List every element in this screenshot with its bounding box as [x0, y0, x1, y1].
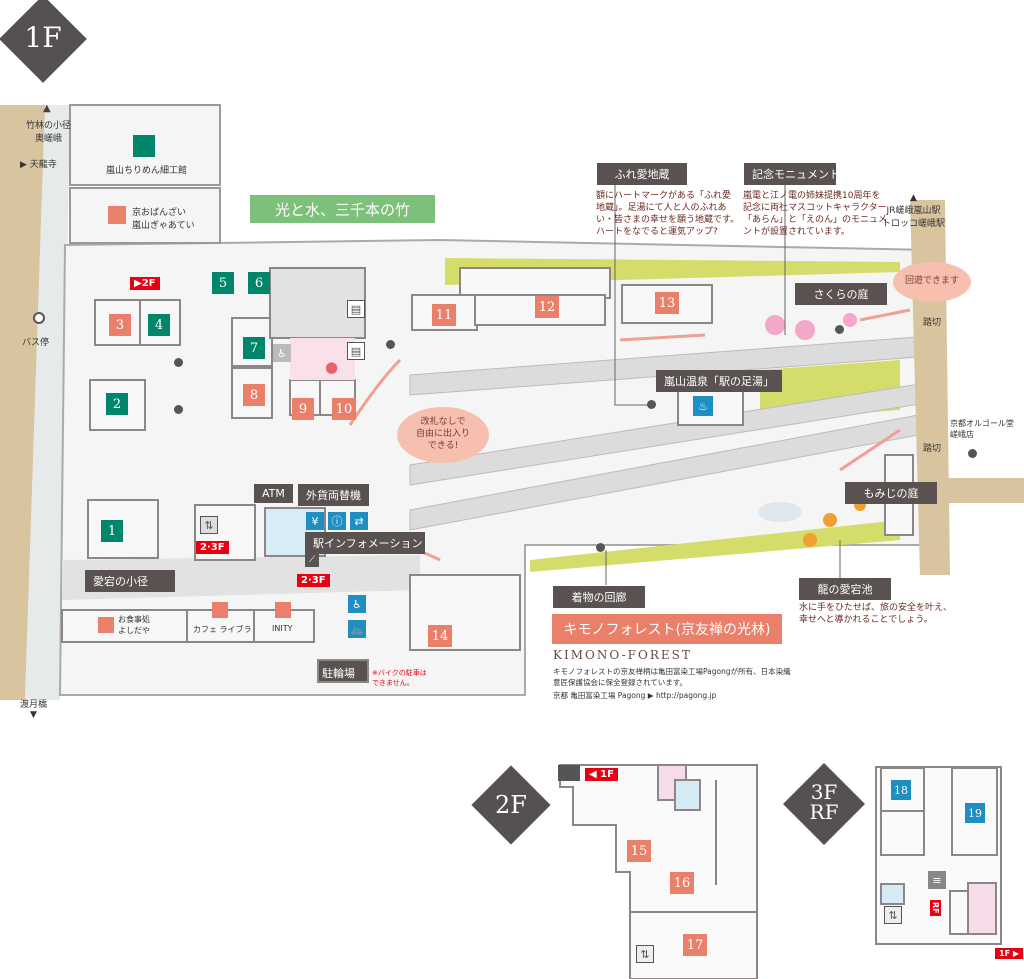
fureai-jizo-label: ふれ愛地蔵 [597, 163, 687, 185]
column-dot [835, 325, 844, 334]
shop-11[interactable]: 11 [432, 304, 456, 326]
column-dot [596, 543, 605, 552]
atm-label: ATM [254, 484, 293, 503]
monument-desc: 嵐電と江ノ電の姉妹提携10周年を記念に両社マスコットキャラクター「あらん」と「え… [743, 191, 888, 238]
shop-16[interactable]: 16 [670, 872, 694, 894]
station-info-label[interactable]: 駅インフォメーション [305, 532, 425, 554]
locker-icon: ▤ [347, 300, 365, 318]
elevator-to-23f[interactable]: 2·3F [196, 541, 229, 554]
free-entry-cloud: 改札なしで自由に出入りできる! [397, 407, 489, 463]
bicycle-icon: 🚲 [348, 620, 366, 638]
column-dot [174, 358, 183, 367]
shop-12[interactable]: 12 [535, 296, 559, 318]
momiji-garden-label: もみじの庭 [845, 482, 937, 504]
elevator-icon-3f[interactable]: ⇅ [884, 906, 902, 924]
shop-marker-gyaatei[interactable] [108, 206, 126, 224]
title-banner: 光と水、三千本の竹 [250, 195, 435, 223]
inity-label: INITY [272, 624, 293, 633]
fureai-jizo-desc: 額にハートマークがある「ふれ愛地蔵」。足湯にて人と人のふれあい・皆さまの幸せを願… [596, 191, 740, 238]
column-dot [174, 405, 183, 414]
atago-path-label: 愛宕の小径 [85, 570, 175, 592]
orgel-label: 京都オルゴール堂嵯峨店 [950, 419, 1014, 439]
jr-station-label: ▲JR嵯峨嵐山駅トロッコ嵯峨駅 [882, 193, 946, 229]
wheelchair-parking-icon: ♿ [348, 595, 366, 613]
shop-9[interactable]: 9 [292, 398, 314, 420]
shop-13[interactable]: 13 [655, 292, 679, 314]
shop-8[interactable]: 8 [243, 384, 265, 406]
stairs-to-1f-2f[interactable]: ◀ 1F [585, 768, 618, 781]
cafe-label: カフェ ライブラ [193, 625, 252, 634]
shop-5[interactable]: 5 [212, 272, 234, 294]
loop-cloud: 回遊できます [893, 262, 971, 302]
kimono-forest-desc: キモノフォレストの京友禅柄は亀田富染工場Pagongが所有、日本染織意匠保護協会… [553, 667, 791, 687]
exchange-label: 外貨両替機 [298, 484, 369, 506]
pagong-link[interactable]: 京都 亀田富染工場 Pagong ▶ http://pagong.jp [553, 691, 717, 700]
hot-spring-icon: ♨ [693, 396, 713, 416]
exchange-icon[interactable]: ⇄ [350, 512, 368, 530]
shop-marker-inity[interactable] [275, 602, 291, 618]
bus-stop-label: バス停 [22, 338, 50, 348]
ryu-pond-label: 龍の愛宕池 [799, 578, 891, 600]
restroom-female-icon: ● [325, 358, 339, 376]
escalator-icon[interactable]: ⟋ [305, 553, 319, 567]
elevator-icon-2f[interactable]: ⇅ [636, 945, 654, 963]
shop-3[interactable]: 3 [109, 314, 131, 336]
kimono-forest-title: キモノフォレスト(京友禅の光林) [552, 614, 782, 644]
chirimen-label: 嵐山ちりめん細工館 [106, 166, 188, 176]
shop-18[interactable]: 18 [891, 780, 911, 800]
shop-10[interactable]: 10 [332, 398, 356, 420]
stairs-to-1f-3f[interactable]: 1F ▶ [995, 948, 1023, 959]
info-icon[interactable]: ⓘ [328, 512, 346, 530]
escalator-icon-3f[interactable]: ≡ [928, 871, 946, 889]
monument-label: 記念モニュメント [744, 163, 840, 185]
escalator-to-rf[interactable]: RF [930, 900, 941, 916]
locker-icon: ▤ [347, 342, 365, 360]
shop-14[interactable]: 14 [428, 625, 452, 647]
wheelchair-icon: ♿ [273, 344, 291, 362]
elevator-icon[interactable]: ⇅ [200, 516, 218, 534]
column-dot [647, 400, 656, 409]
ryu-pond-desc: 水に手をひたせば、旅の安全を叶え、幸せへと導かれることでしょう。 [799, 603, 953, 626]
shop-7[interactable]: 7 [243, 337, 265, 359]
parking-note: ※バイクの駐車はできません。 [372, 669, 427, 687]
escalator-to-23f[interactable]: 2·3F [297, 574, 330, 587]
atm-icon[interactable]: ¥ [306, 512, 324, 530]
togetsukyo-label: 渡月橋▼ [20, 700, 48, 720]
shop-19[interactable]: 19 [965, 803, 985, 823]
shop-17[interactable]: 17 [683, 934, 707, 956]
crossing-label-north: 踏切 [923, 318, 942, 328]
crossing-label-south: 踏切 [923, 444, 942, 454]
tenryuji-label: ▶ 天龍寺 [20, 160, 57, 170]
ashiyu-label: 嵐山温泉「駅の足湯」 [656, 370, 782, 392]
stairs-to-2f[interactable]: ▶2F [130, 277, 160, 290]
parking-label: 駐輪場 [322, 667, 355, 680]
shop-2[interactable]: 2 [106, 393, 128, 415]
shop-15[interactable]: 15 [627, 840, 651, 862]
kimono-forest-en: KIMONO-FOREST [553, 648, 692, 662]
shop-marker-chirimen[interactable] [133, 135, 155, 157]
shop-4[interactable]: 4 [148, 314, 170, 336]
gyaatei-label: 京おばんざい嵐山ぎゃあてい [132, 208, 195, 231]
bamboo-path-label: 竹林の小径奥嵯峨 [26, 121, 72, 144]
shop-1[interactable]: 1 [101, 520, 123, 542]
kimono-corridor-label: 着物の回廊 [553, 586, 645, 608]
column-dot [386, 340, 395, 349]
yoshidaya-label: お食事処よしだや [118, 615, 150, 635]
shop-marker-yoshidaya[interactable] [98, 617, 114, 633]
shop-6[interactable]: 6 [248, 272, 270, 294]
sakura-garden-label: さくらの庭 [795, 283, 887, 305]
orgel-dot [968, 449, 977, 458]
bus-stop-icon [33, 312, 45, 324]
shop-marker-cafe[interactable] [212, 602, 228, 618]
north-arrow-icon: ▲ [43, 103, 51, 114]
